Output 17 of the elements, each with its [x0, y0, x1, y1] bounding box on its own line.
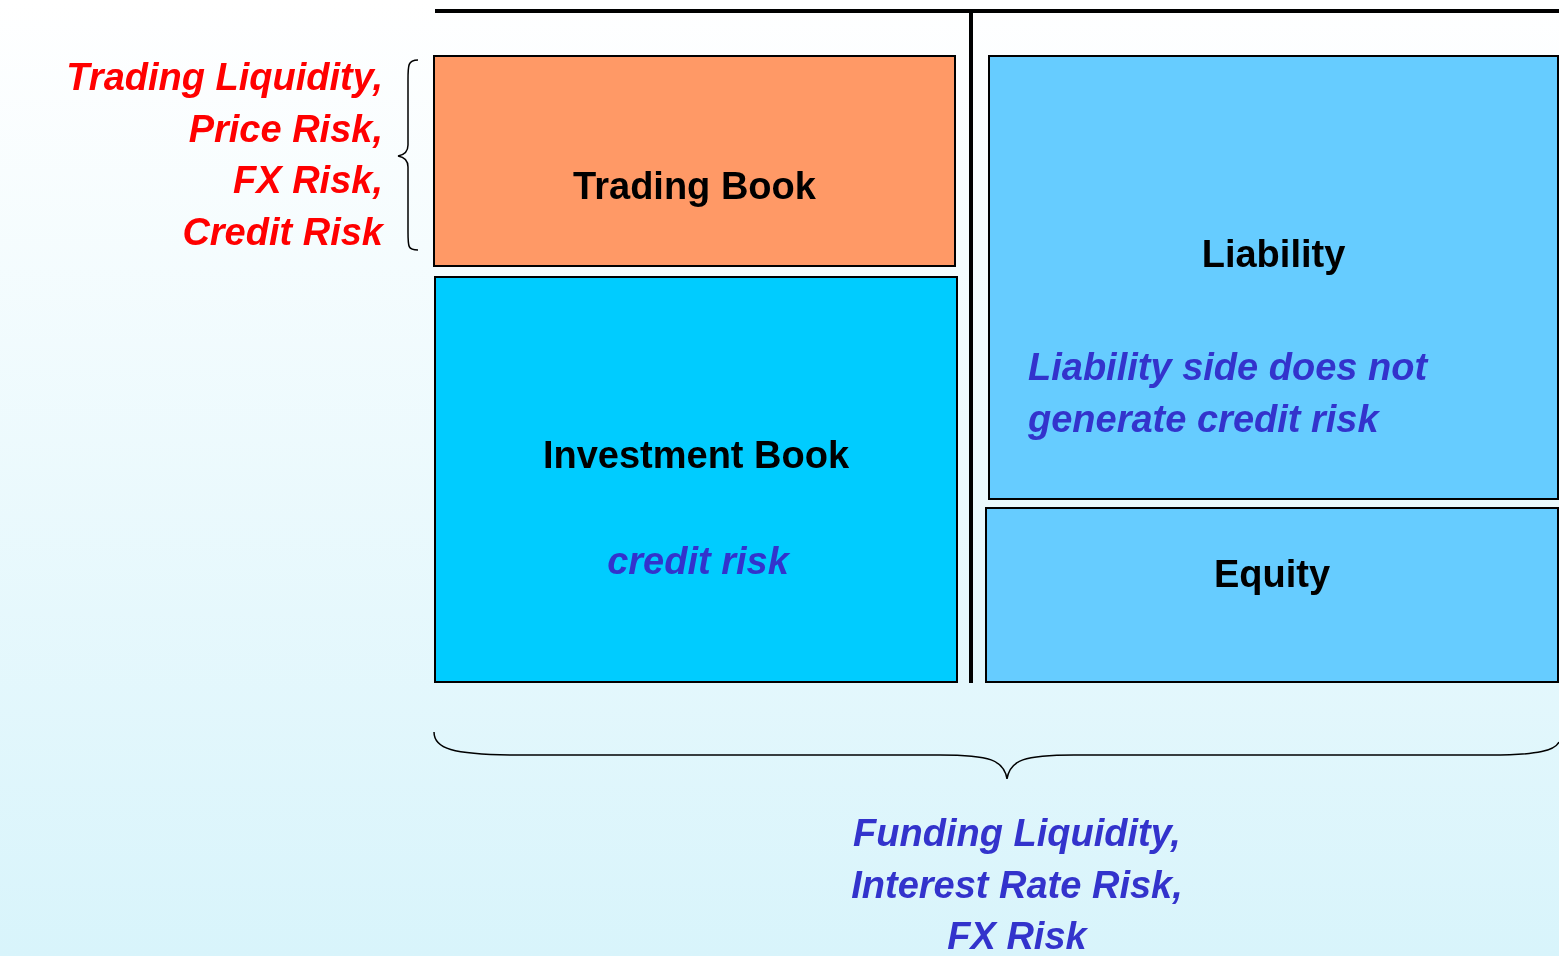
liability-box: [988, 55, 1559, 500]
box-heading: Equity: [1212, 553, 1332, 596]
risk-label: Trading Liquidity,: [66, 56, 383, 99]
box-heading: Trading Book: [572, 165, 817, 208]
risk-label: FX Risk,: [233, 159, 383, 202]
investment-book-box: [434, 276, 958, 683]
risk-note: Liability side does not generate credit risk: [1028, 345, 1430, 442]
risk-note: credit risk: [606, 539, 791, 584]
risk-label: Funding Liquidity,: [853, 812, 1181, 855]
box-heading: Liability: [1200, 233, 1347, 276]
risk-label: Price Risk,: [188, 108, 383, 151]
risk-label: Credit Risk: [182, 211, 383, 254]
equity-box: [985, 507, 1559, 683]
risk-label: FX Risk: [947, 915, 1087, 956]
risk-label: Interest Rate Risk,: [851, 864, 1183, 907]
trading-book-box: [433, 55, 956, 267]
box-heading: Investment Book: [541, 434, 851, 477]
